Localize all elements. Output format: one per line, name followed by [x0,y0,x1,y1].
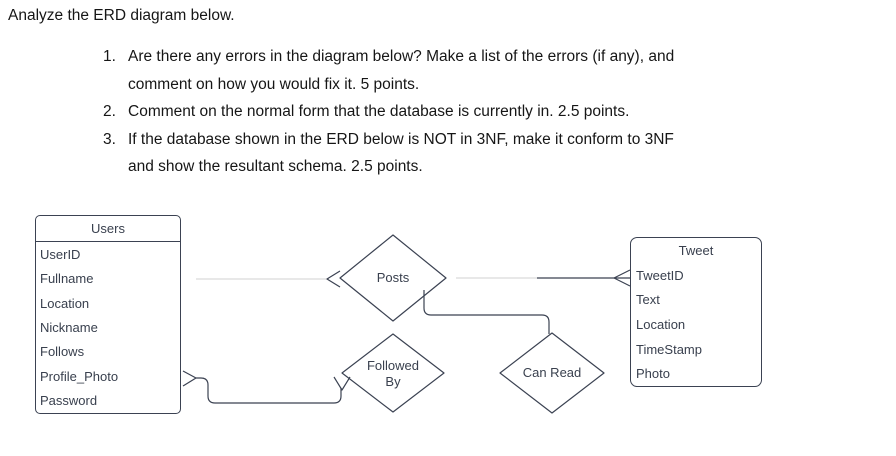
users-attribute-userid: UserID [40,246,81,262]
instruction-text: Are there any errors in the diagram belo… [128,43,674,98]
instruction-number: 1. [103,48,116,65]
instruction-item-1: 1. Are there any errors in the diagram b… [103,43,674,98]
tweet-entity-title: Tweet [678,243,714,258]
users-attribute-location: Location [40,295,90,311]
users-attribute-nickname: Nickname [40,319,98,335]
posts-relationship-label: Posts [376,270,410,285]
tweet-attribute-photo: Photo [636,366,670,382]
posts-canread-connector [423,290,550,334]
tweet-attribute-timestamp: TimeStamp [636,341,702,357]
tweet-attribute-text: Text [636,292,660,308]
users-attribute-list: UserID Fullname Location Nickname Follow… [36,242,180,413]
arrowhead-users-right-icon [182,370,197,387]
instruction-text: Comment on the normal form that the data… [128,98,629,126]
tweet-attribute-list: TweetID Text Location TimeStamp Photo [631,263,761,386]
users-attribute-password: Password [40,393,98,409]
users-attribute-follows: Follows [40,344,85,360]
tweet-entity: Tweet TweetID Text Location TimeStamp Ph… [630,237,762,387]
instruction-number: 3. [103,130,116,148]
instruction-text: If the database shown in the ERD below i… [128,126,674,181]
instruction-item-3: 3. If the database shown in the ERD belo… [103,126,674,181]
tweet-attribute-location: Location [636,316,686,332]
instruction-line: Comment on the normal form that the data… [128,103,630,120]
followed-by-relationship-label: Followed By [366,358,420,390]
can-read-relationship-label: Can Read [522,365,582,380]
arrowhead-tweet-left-icon [613,269,631,287]
users-entity: Users UserID Fullname Location Nickname … [35,215,181,414]
instruction-line: comment on how you would fix it. 5 point… [128,75,420,93]
instruction-list: 1. Are there any errors in the diagram b… [103,43,674,181]
users-attribute-fullname: Fullname [40,271,94,287]
arrowhead-followedby-left-icon [333,376,351,391]
users-entity-title: Users [36,216,180,242]
tweet-attribute-tweetid: TweetID [636,267,684,283]
instruction-line: If the database shown in the ERD below i… [128,130,674,148]
instruction-item-2: 2. Comment on the normal form that the d… [103,98,674,126]
page-title: Analyze the ERD diagram below. [8,7,235,24]
arrowhead-posts-left-icon [326,270,341,288]
users-attribute-profile-photo: Profile_Photo [40,368,119,384]
instruction-number: 2. [103,103,116,120]
users-followedby-connector [196,377,342,404]
instruction-line: Are there any errors in the diagram belo… [128,48,675,65]
instruction-line: and show the resultant schema. 2.5 point… [128,158,423,175]
